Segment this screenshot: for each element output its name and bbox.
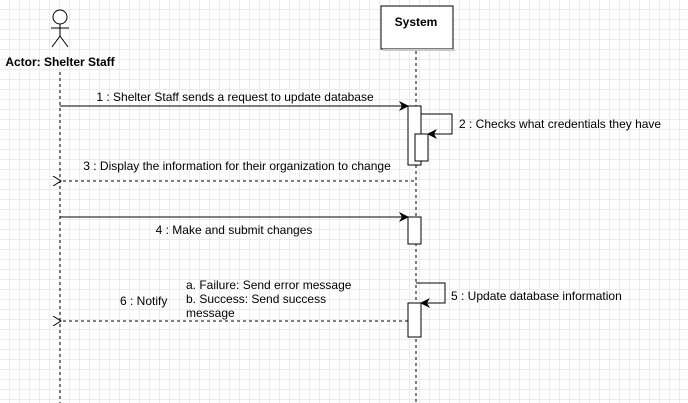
actor-leg-right xyxy=(59,35,69,48)
activation-bar-4 xyxy=(407,216,422,245)
notify-note-line-3: message xyxy=(186,306,235,320)
notify-note-line-2: b. Success: Send success xyxy=(186,292,326,306)
system-participant[interactable]: System xyxy=(380,5,455,51)
actor-figure[interactable] xyxy=(51,9,69,48)
message-5-label: 5 : Update database information xyxy=(451,289,622,303)
system-box-shadow xyxy=(383,49,455,51)
message-3-label: 3 : Display the information for their or… xyxy=(83,159,391,173)
notify-note: a. Failure: Send error message b. Succes… xyxy=(186,278,352,320)
actor-head xyxy=(52,9,68,25)
activation-bar-5 xyxy=(407,302,422,338)
message-2-label: 2 : Checks what credentials they have xyxy=(459,117,661,131)
actor-label: Actor: Shelter Staff xyxy=(5,55,115,69)
actor-leg-left xyxy=(51,35,61,48)
message-2-arrow[interactable] xyxy=(421,113,453,139)
message-6-label: 6 : Notify xyxy=(120,294,167,308)
message-5-arrow[interactable] xyxy=(416,282,446,308)
activation-bar-2 xyxy=(414,133,429,162)
message-4-label: 4 : Make and submit changes xyxy=(156,223,313,237)
message-1-label: 1 : Shelter Staff sends a request to upd… xyxy=(96,90,374,104)
notify-note-line-1: a. Failure: Send error message xyxy=(186,278,352,292)
system-box xyxy=(380,5,454,50)
system-label: System xyxy=(395,15,438,29)
